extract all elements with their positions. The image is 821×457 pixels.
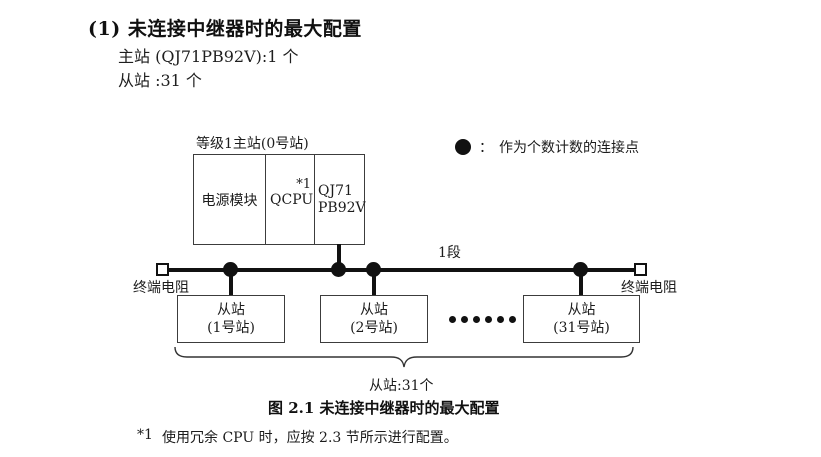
network-module-line1: QJ71	[318, 182, 353, 199]
legend-colon: ：	[479, 140, 493, 156]
terminating-resistor-right-icon	[634, 263, 647, 276]
cpu-cell: *1 QCPU	[266, 155, 315, 244]
terminating-resistor-right-label: 终端电阻	[621, 280, 677, 296]
slave-total-label: 从站:31个	[369, 378, 434, 394]
terminating-resistor-left-icon	[156, 263, 169, 276]
master-drop-line	[337, 244, 341, 270]
section-heading: (1) 未连接中继器时的最大配置	[88, 18, 362, 40]
figure-caption: 图 2.1 未连接中继器时的最大配置	[268, 399, 500, 417]
footnote-text: 使用冗余 CPU 时，应按 2.3 节所示进行配置。	[162, 430, 458, 446]
connection-dot	[223, 262, 238, 277]
master-count-line: 主站 (QJ71PB92V):1 个	[118, 47, 299, 66]
legend: ： 作为个数计数的连接点	[455, 137, 639, 157]
bus-line	[163, 268, 641, 272]
master-station-label: 等级1主站(0号站)	[196, 136, 309, 152]
terminating-resistor-left-label: 终端电阻	[133, 280, 189, 296]
slave-station-line2: (31号站)	[553, 320, 610, 336]
cpu-label: QCPU	[270, 192, 314, 208]
slave-station-line2: (1号站)	[207, 320, 255, 336]
connection-dot	[366, 262, 381, 277]
segment-label: 1段	[438, 245, 461, 261]
footnote-marker: *1	[137, 427, 153, 443]
slave-station-1-box: 从站 (1号站)	[177, 295, 285, 343]
slave2-drop-line	[372, 270, 376, 296]
slave-count-line: 从站 :31 个	[118, 71, 202, 90]
slave-station-line1: 从站	[567, 302, 596, 318]
slave-station-2-box: 从站 (2号站)	[320, 295, 428, 343]
ellipsis-dots	[449, 316, 516, 323]
cpu-footnote-ref: *1	[296, 177, 311, 192]
slave-station-line1: 从站	[217, 302, 245, 318]
network-module-line2: PB92V	[318, 199, 366, 216]
connection-dot	[573, 262, 588, 277]
network-module-cell: QJ71 PB92V	[315, 155, 366, 244]
slave-station-line1: 从站	[360, 302, 388, 318]
power-module-cell: 电源模块	[194, 155, 266, 244]
connection-dot	[331, 262, 346, 277]
slave1-drop-line	[229, 270, 233, 296]
master-station-box: 电源模块 *1 QCPU QJ71 PB92V	[193, 154, 366, 245]
slave31-drop-line	[579, 270, 583, 296]
slave-station-line2: (2号站)	[350, 320, 398, 336]
slave-station-31-box: 从站 (31号站)	[523, 295, 640, 343]
legend-label: 作为个数计数的连接点	[499, 140, 639, 156]
slave-range-brace	[174, 346, 634, 368]
connection-point-icon	[455, 139, 471, 155]
